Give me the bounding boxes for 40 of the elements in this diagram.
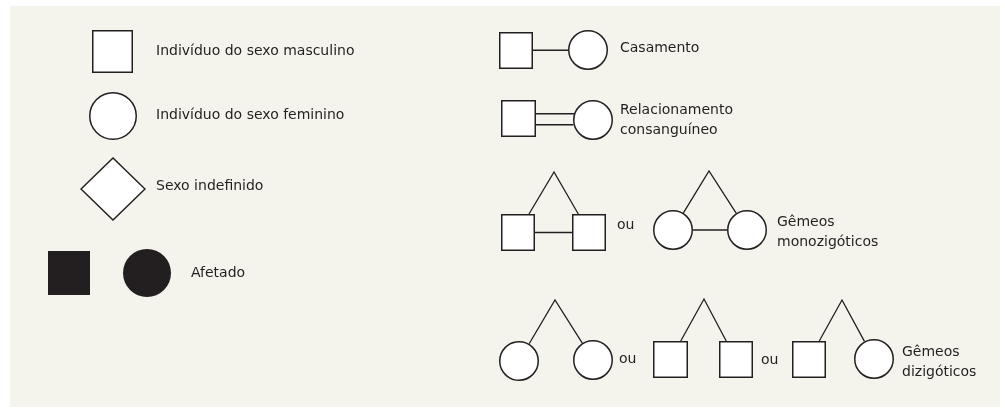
circle-symbol (653, 210, 693, 250)
connector-line (535, 113, 575, 115)
square-symbol (501, 214, 535, 251)
connector-line (532, 49, 569, 51)
square-symbol (501, 100, 536, 137)
connector-line (818, 298, 866, 343)
connector-line (682, 169, 737, 214)
connector-line (692, 229, 728, 231)
circle-symbol (573, 100, 613, 140)
square-symbol (719, 341, 753, 378)
square-symbol (92, 30, 133, 73)
connector-line (535, 124, 575, 126)
filled-circle-symbol (123, 249, 171, 297)
circle-symbol (573, 340, 613, 380)
label-text: Afetado (191, 263, 246, 282)
square-symbol (499, 32, 533, 69)
label-text: ou (619, 349, 637, 368)
circle-symbol (727, 210, 767, 250)
label-text: Relacionamento consanguíneo (620, 100, 734, 139)
connector-line (680, 297, 727, 342)
label-text: Indivíduo do sexo feminino (156, 105, 345, 124)
square-symbol (653, 341, 688, 378)
filled-square-symbol (48, 251, 90, 295)
label-text: Sexo indefinido (156, 176, 264, 195)
label-text: ou (617, 215, 635, 234)
circle-symbol (499, 341, 539, 381)
label-text: Gêmeos dizigóticos (902, 342, 978, 381)
circle-symbol (568, 30, 608, 70)
label-text: Indivíduo do sexo masculino (156, 41, 355, 60)
connector-line (528, 170, 579, 215)
square-symbol (792, 341, 826, 378)
square-symbol (572, 214, 606, 251)
label-text: ou (761, 350, 779, 369)
connector-line (528, 298, 583, 345)
label-text: Casamento (620, 38, 700, 57)
label-text: Gêmeos monozigóticos (777, 212, 880, 251)
diamond-symbol (80, 157, 146, 221)
circle-symbol (854, 339, 894, 379)
circle-symbol (89, 92, 137, 140)
connector-line (534, 231, 573, 234)
